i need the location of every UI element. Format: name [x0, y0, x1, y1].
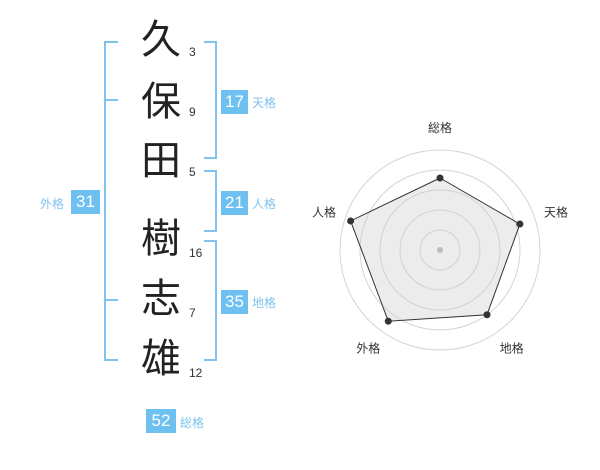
- name-char-2: 保: [141, 79, 181, 125]
- chikaku-bracket: [204, 240, 217, 361]
- radar-axis-label-5: 人格: [312, 204, 336, 219]
- radar-point-3: [483, 311, 491, 319]
- name-char-3: 田: [141, 138, 181, 184]
- jinkaku-label: 人格: [252, 197, 277, 211]
- radar-point-4: [384, 317, 392, 325]
- radar-point-1: [436, 174, 444, 182]
- gaikaku-bracket: [104, 41, 118, 361]
- radar-axis-label-4: 外格: [356, 341, 380, 356]
- radar-point-2: [516, 220, 524, 228]
- radar-ring: [379, 189, 501, 311]
- soukaku-label: 総格: [180, 416, 205, 430]
- radar-ring: [399, 209, 481, 291]
- tenkaku-bracket: [204, 41, 217, 159]
- tenkaku-value-badge: 17: [221, 90, 248, 114]
- stroke-count-5: 7: [189, 306, 196, 320]
- chikaku-value-badge: 35: [221, 290, 248, 314]
- name-char-1: 久: [141, 17, 181, 63]
- bracket-tick: [104, 299, 118, 301]
- radar-center-dot: [437, 247, 443, 253]
- radar-point-5: [347, 217, 355, 225]
- jinkaku-bracket: [204, 170, 217, 232]
- radar-axis-label-2: 天格: [544, 204, 568, 219]
- stroke-count-4: 16: [189, 246, 203, 260]
- stroke-count-3: 5: [189, 165, 196, 179]
- radar-ring: [419, 229, 461, 271]
- gaikaku-value-badge: 31: [71, 190, 100, 214]
- soukaku-value-badge: 52: [146, 409, 176, 433]
- radar-series-area: [349, 177, 521, 322]
- name-char-4: 樹: [141, 216, 181, 262]
- bracket-tick: [104, 99, 118, 101]
- gaikaku-label: 外格: [40, 197, 65, 211]
- radar-axis-label-1: 総格: [428, 120, 452, 135]
- jinkaku-value-badge: 21: [221, 191, 248, 215]
- chikaku-label: 地格: [252, 296, 277, 310]
- stroke-count-1: 3: [189, 45, 196, 59]
- name-char-6: 雄: [141, 336, 181, 382]
- radar-axis-label-3: 地格: [500, 341, 524, 356]
- stroke-count-2: 9: [189, 105, 196, 119]
- radar-ring: [359, 169, 521, 331]
- tenkaku-label: 天格: [252, 96, 277, 110]
- stroke-count-6: 12: [189, 366, 203, 380]
- name-char-5: 志: [141, 276, 181, 322]
